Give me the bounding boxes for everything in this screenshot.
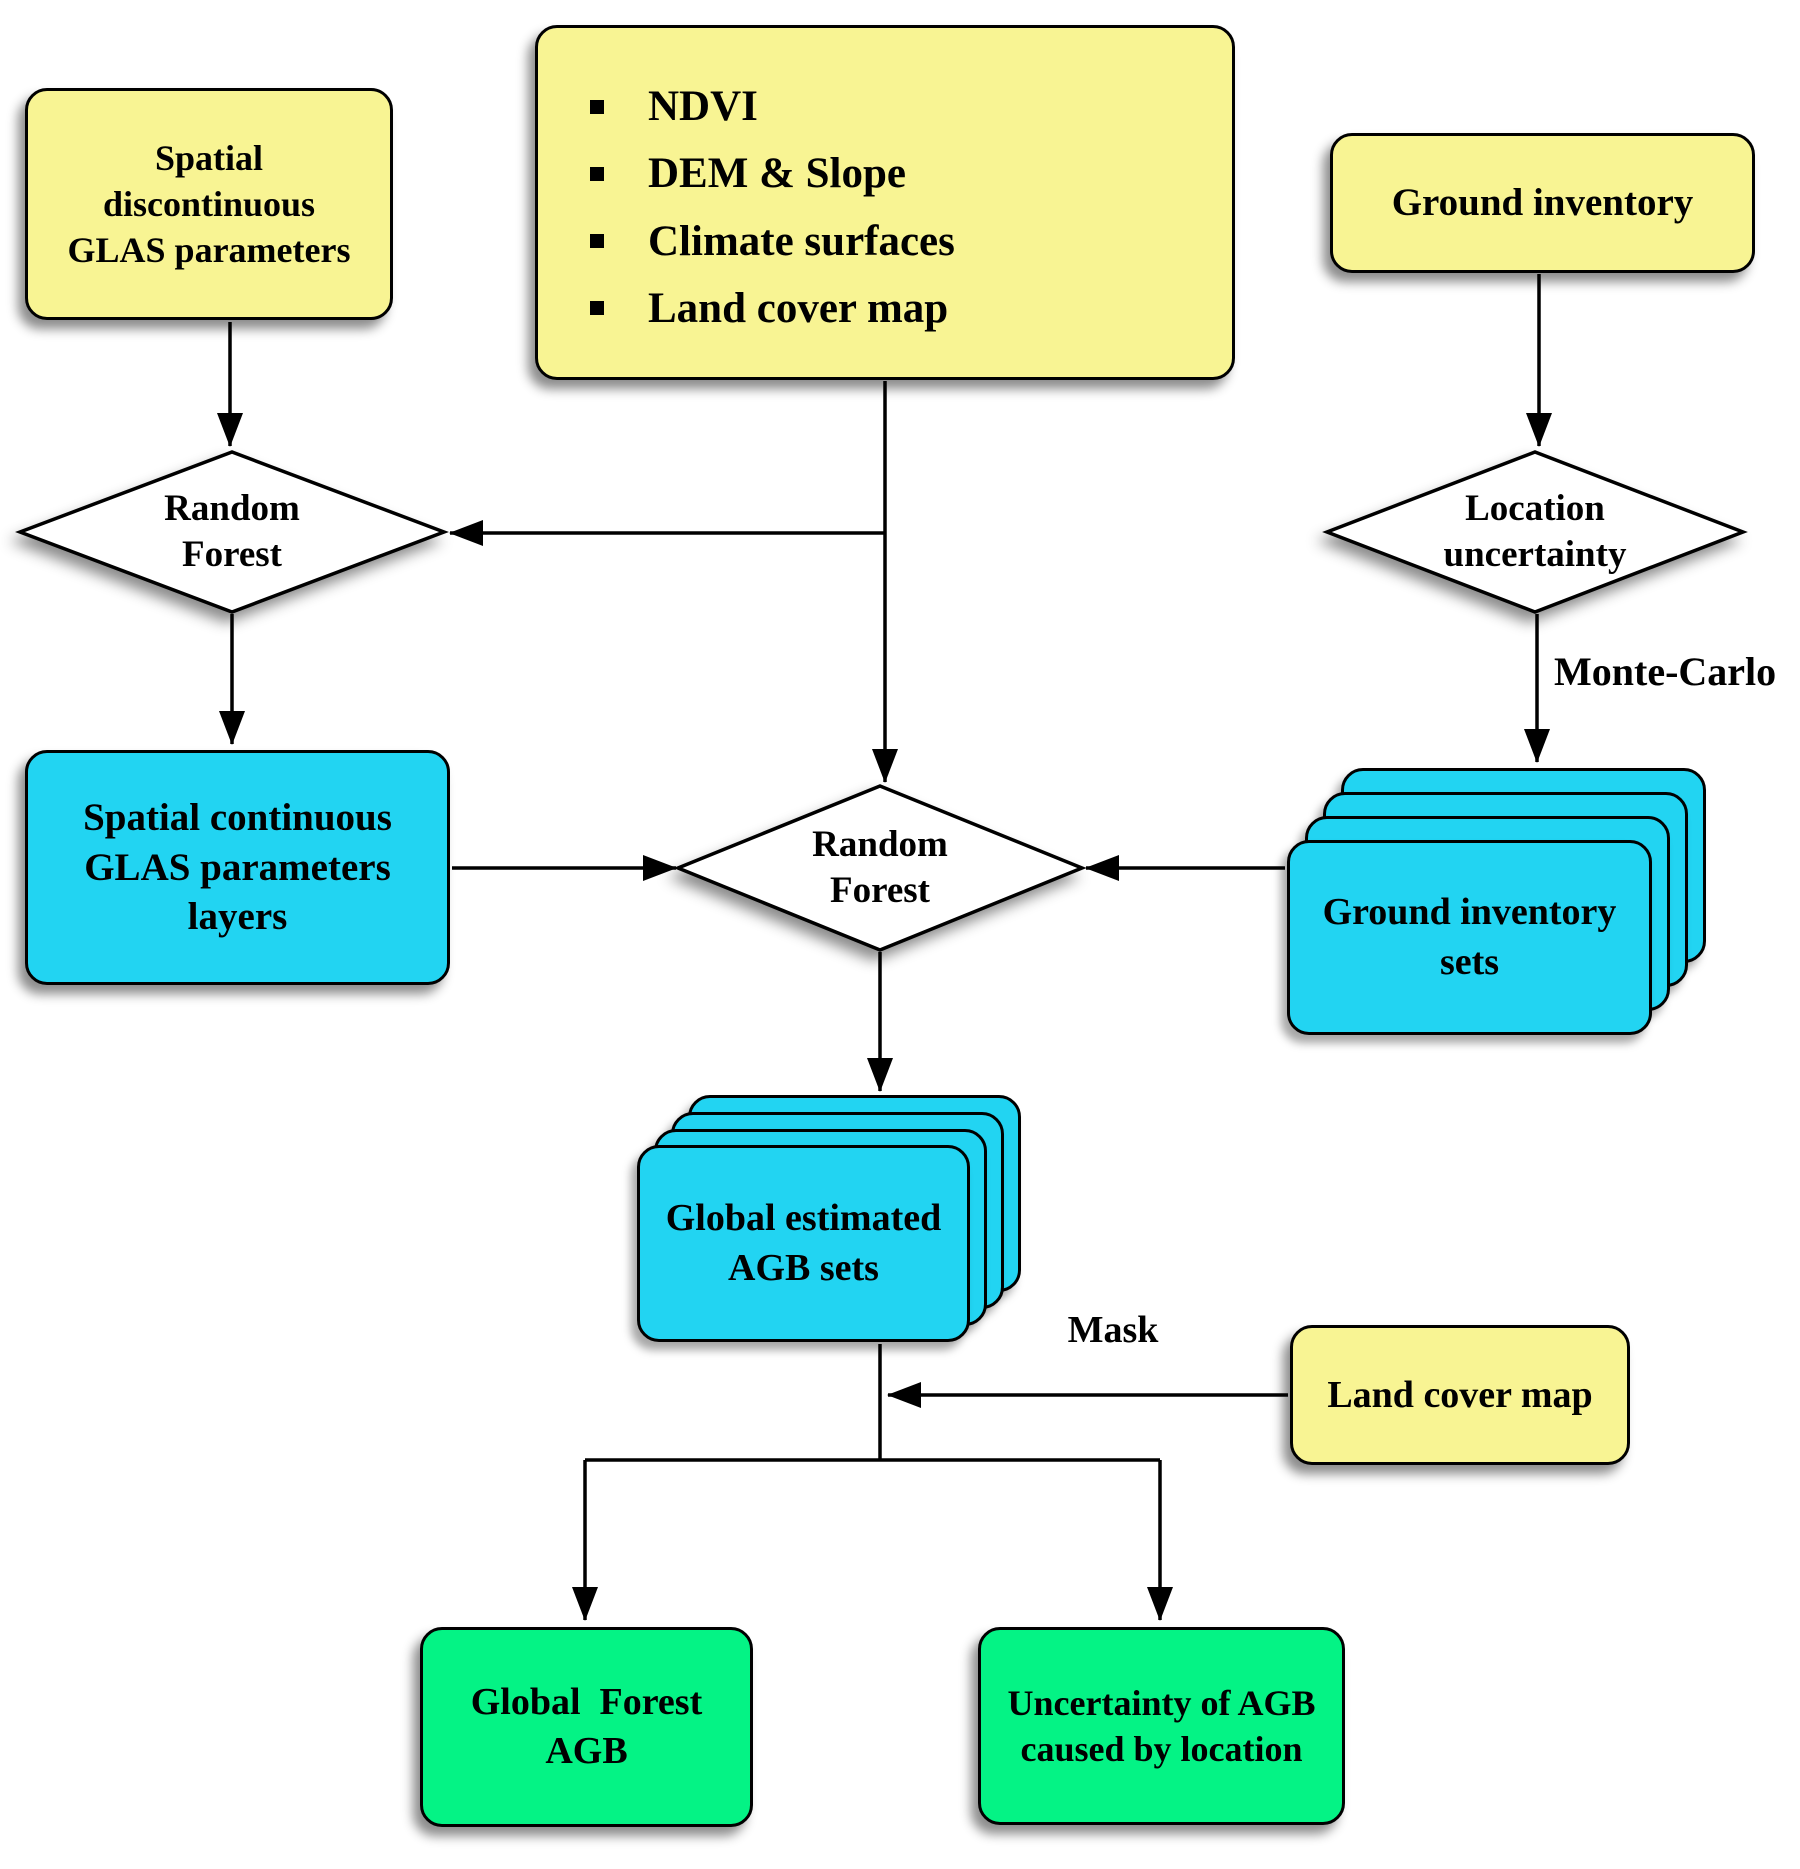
- node-agb-location-uncertainty: Uncertainty of AGB caused by location: [978, 1627, 1345, 1825]
- list-item: Climate surfaces: [590, 218, 955, 265]
- node-global-forest-agb: Global Forest AGB: [420, 1627, 753, 1827]
- diamond-random-forest-left: [15, 450, 449, 614]
- node-spatial-continuous-glas: Spatial continuous GLAS parameters layer…: [25, 750, 450, 985]
- predictor-item-label: Land cover map: [648, 284, 949, 332]
- label-random-forest-center: Random Forest: [812, 823, 948, 911]
- node-ground-inventory: Ground inventory: [1330, 133, 1755, 273]
- bullet-square-icon: [590, 166, 604, 181]
- predictor-bullet-list: NDVI DEM & Slope Climate surfaces Land c…: [538, 28, 1232, 377]
- list-item: Land cover map: [590, 285, 948, 332]
- stack-ground-inventory-sets: Ground inventory sets: [1287, 768, 1706, 1035]
- label-ground-inventory-sets: Ground inventory sets: [1322, 891, 1617, 983]
- label-location-uncertainty: Location uncertainty: [1443, 487, 1627, 575]
- stack-global-estimated-agb-sets: Global estimated AGB sets: [637, 1095, 1024, 1343]
- predictor-item-label: Climate surfaces: [648, 217, 955, 265]
- edge-agb-sets-split: [585, 1344, 1160, 1462]
- label-random-forest-left: Random Forest: [164, 487, 300, 575]
- stack-layer-front: Ground inventory sets: [1287, 840, 1652, 1035]
- bullet-square-icon: [590, 99, 604, 114]
- label-mask: Mask: [1067, 1309, 1159, 1351]
- diamond-random-forest-center: [673, 784, 1087, 952]
- bullet-square-icon: [590, 301, 604, 316]
- list-item: DEM & Slope: [590, 150, 906, 197]
- bullet-square-icon: [590, 234, 604, 249]
- label-global-estimated-agb-sets: Global estimated AGB sets: [665, 1197, 942, 1289]
- node-predictor-layers: NDVI DEM & Slope Climate surfaces Land c…: [535, 25, 1235, 380]
- predictor-item-label: DEM & Slope: [648, 150, 906, 198]
- diamond-location-uncertainty: [1322, 450, 1748, 614]
- list-item: NDVI: [590, 83, 758, 130]
- node-spatial-discontinuous-glas: Spatial discontinuous GLAS parameters: [25, 88, 393, 320]
- label-monte-carlo: Monte-Carlo: [1554, 649, 1777, 694]
- stack-layer-front: Global estimated AGB sets: [637, 1145, 970, 1342]
- predictor-item-label: NDVI: [648, 82, 758, 130]
- node-land-cover-map: Land cover map: [1290, 1325, 1630, 1465]
